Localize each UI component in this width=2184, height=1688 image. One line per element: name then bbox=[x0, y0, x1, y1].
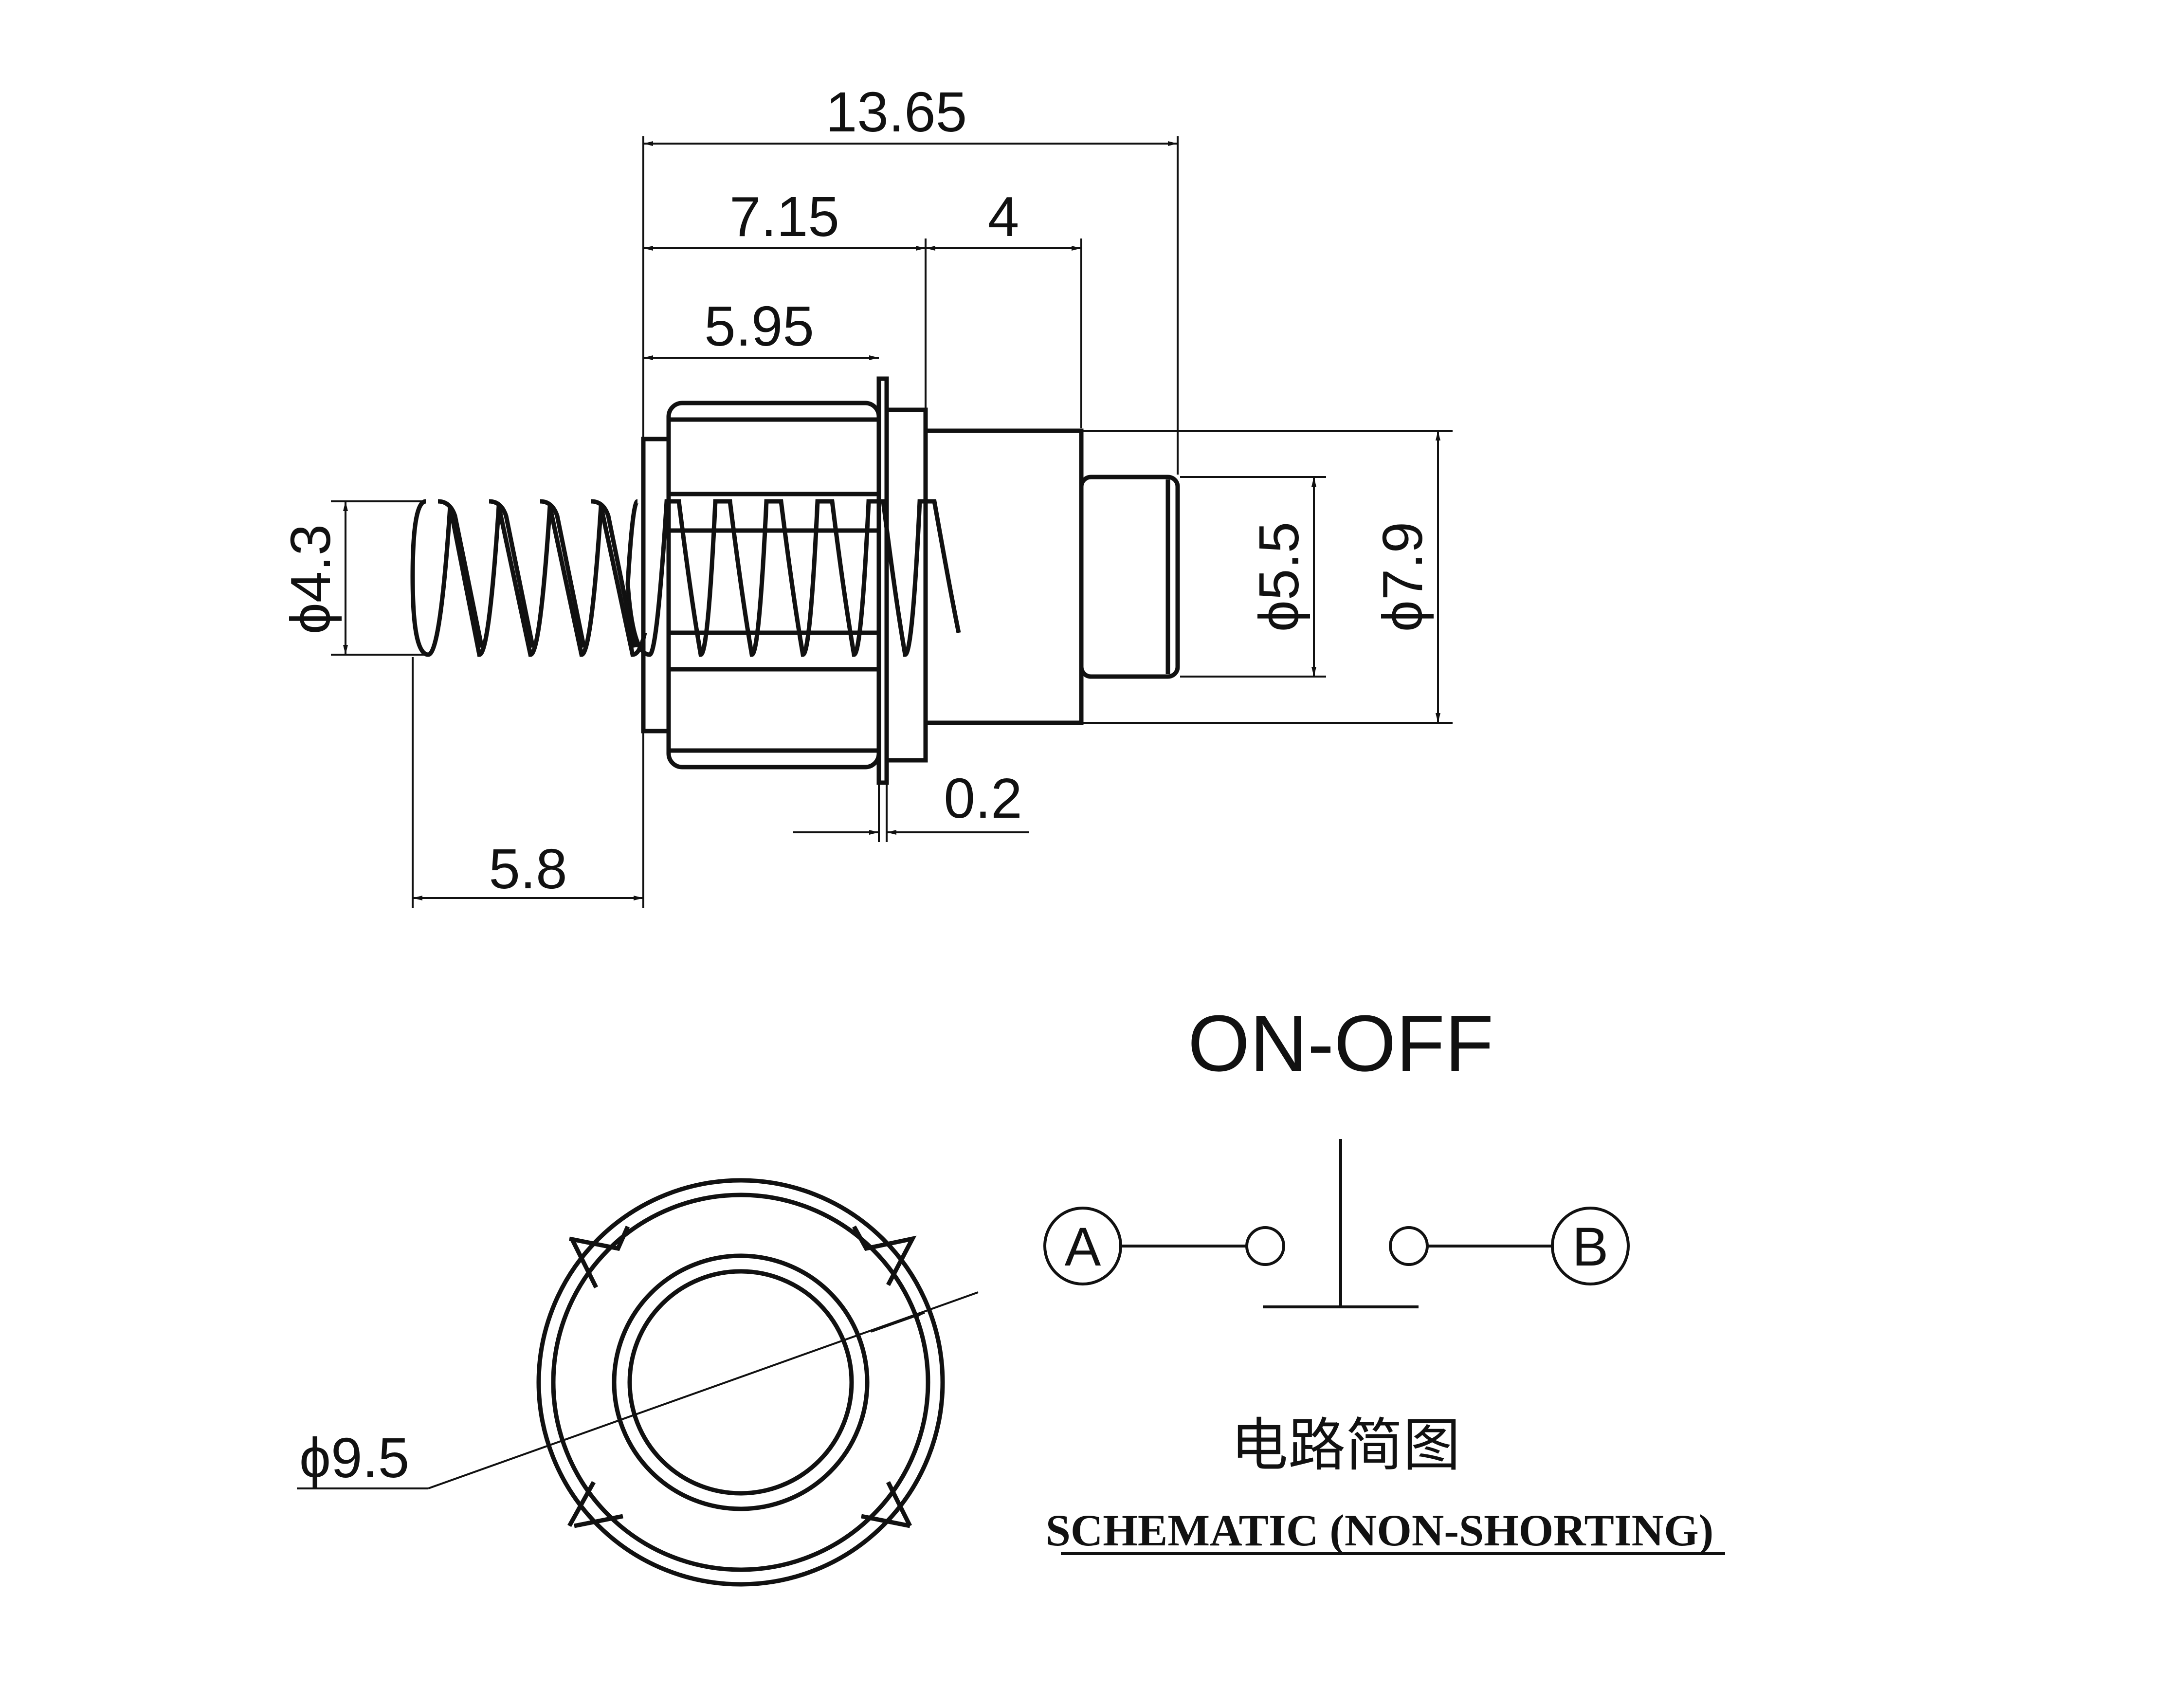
outer-ring bbox=[536, 1178, 945, 1587]
knurled-head bbox=[666, 401, 881, 770]
caption-english: SCHEMATIC (NON-SHORTING) bbox=[1046, 1505, 1714, 1555]
plunger bbox=[1079, 475, 1180, 679]
caption-chinese: 电路简图 bbox=[1231, 1412, 1460, 1479]
dim-spring-diameter: ϕ4.3 bbox=[279, 524, 342, 634]
dim-body-length: 7.15 bbox=[729, 185, 839, 248]
dim-spring-length: 5.8 bbox=[489, 837, 567, 900]
dim-flange-thickness: 0.2 bbox=[944, 767, 1022, 830]
terminal-b-circle bbox=[1551, 1207, 1630, 1285]
face-ring bbox=[551, 1193, 930, 1572]
schematic: ON-OFF A B 电路简图 SCHEMATIC (NON-SHORTING) bbox=[1043, 999, 1725, 1555]
schematic-title: ON-OFF bbox=[1188, 999, 1494, 1088]
dim-plunger-collar: 4 bbox=[988, 185, 1019, 248]
bezel-ring bbox=[612, 1253, 870, 1511]
side-view: 13.65 7.15 4 5.95 5.8 0.2 ϕ4.3 ϕ5.5 bbox=[279, 80, 1453, 908]
terminal-a-label: A bbox=[1065, 1216, 1101, 1277]
contact-b bbox=[1389, 1226, 1429, 1266]
rear-washer bbox=[641, 437, 671, 734]
terminal-b-label: B bbox=[1572, 1216, 1609, 1277]
front-view: ϕ9.5 bbox=[297, 1178, 979, 1587]
dim-overall-length: 13.65 bbox=[826, 80, 967, 144]
dim-face-diameter: ϕ9.5 bbox=[299, 1426, 409, 1489]
plunger-face bbox=[627, 1269, 854, 1496]
dim-body-diameter: ϕ7.9 bbox=[1371, 522, 1434, 632]
dim-plunger-diameter: ϕ5.5 bbox=[1247, 522, 1310, 632]
contact-a bbox=[1245, 1226, 1285, 1266]
spring-coils bbox=[410, 499, 647, 657]
dim-head-length: 5.95 bbox=[704, 294, 814, 358]
